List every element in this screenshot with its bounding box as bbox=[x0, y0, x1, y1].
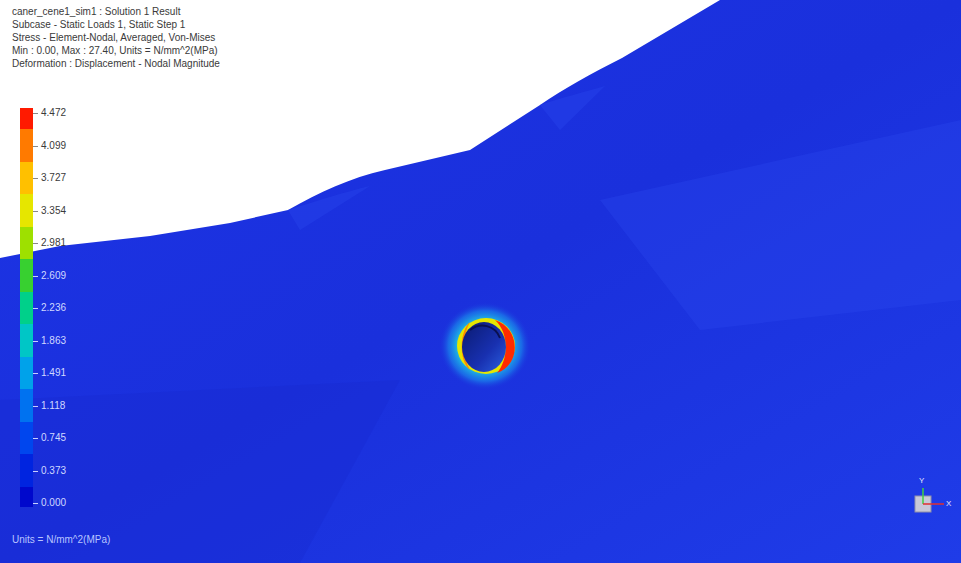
color-swatch bbox=[20, 324, 33, 357]
facet-shade bbox=[288, 186, 370, 230]
axis-triad bbox=[915, 488, 944, 512]
scale-tick bbox=[33, 113, 38, 114]
color-swatch bbox=[20, 454, 33, 487]
scale-tick bbox=[33, 438, 38, 439]
scale-tick bbox=[33, 503, 38, 504]
stress-ring bbox=[457, 318, 515, 374]
scale-value: 1.491 bbox=[41, 367, 66, 379]
facet-shade bbox=[600, 120, 961, 330]
scale-tick bbox=[33, 341, 38, 342]
scale-value: 4.472 bbox=[41, 107, 66, 119]
result-title: caner_cene1_sim1 : Solution 1 Result bbox=[12, 6, 180, 18]
color-swatch bbox=[20, 162, 33, 195]
color-swatch bbox=[20, 357, 33, 390]
scale-value: 1.118 bbox=[41, 400, 65, 412]
color-swatch bbox=[20, 259, 33, 292]
scale-tick bbox=[33, 308, 38, 309]
scale-value: 0.373 bbox=[41, 465, 66, 477]
scale-value: 2.981 bbox=[41, 237, 66, 249]
scale-value: 2.236 bbox=[41, 302, 66, 314]
min-max-text: Min : 0.00, Max : 27.40, Units = N/mm^2(… bbox=[12, 45, 218, 57]
hole-edge bbox=[470, 326, 500, 338]
scale-tick bbox=[33, 178, 38, 179]
scale-value: 1.863 bbox=[41, 335, 66, 347]
color-swatch bbox=[20, 422, 33, 455]
scale-value: 2.609 bbox=[41, 270, 66, 282]
units-text: Units = N/mm^2(MPa) bbox=[12, 534, 110, 546]
color-swatch bbox=[20, 227, 33, 260]
color-swatch bbox=[20, 389, 33, 422]
stress-type: Stress - Element-Nodal, Averaged, Von-Mi… bbox=[12, 32, 215, 44]
scale-tick bbox=[33, 211, 38, 212]
facet-shade bbox=[0, 380, 400, 563]
facet-shade bbox=[540, 86, 605, 130]
scale-tick bbox=[33, 471, 38, 472]
deformation-text: Deformation : Displacement - Nodal Magni… bbox=[12, 58, 220, 70]
subcase-text: Subcase - Static Loads 1, Static Step 1 bbox=[12, 19, 185, 31]
color-swatch bbox=[20, 129, 33, 162]
scale-tick bbox=[33, 276, 38, 277]
scale-value: 0.000 bbox=[41, 497, 66, 509]
bolt-hole bbox=[462, 322, 506, 372]
scale-tick bbox=[33, 146, 38, 147]
scale-tick bbox=[33, 406, 38, 407]
scale-value: 4.099 bbox=[41, 140, 66, 152]
color-swatch bbox=[20, 487, 33, 507]
color-swatch bbox=[20, 194, 33, 227]
scale-value: 3.354 bbox=[41, 205, 66, 217]
color-swatch bbox=[20, 108, 33, 129]
axis-label: Y bbox=[919, 476, 924, 486]
scale-value: 0.745 bbox=[41, 432, 66, 444]
scale-tick bbox=[33, 373, 38, 374]
stress-glow bbox=[439, 302, 531, 390]
axis-label: X bbox=[946, 499, 951, 509]
color-swatch bbox=[20, 292, 33, 325]
scale-tick bbox=[33, 243, 38, 244]
scale-value: 3.727 bbox=[41, 172, 66, 184]
